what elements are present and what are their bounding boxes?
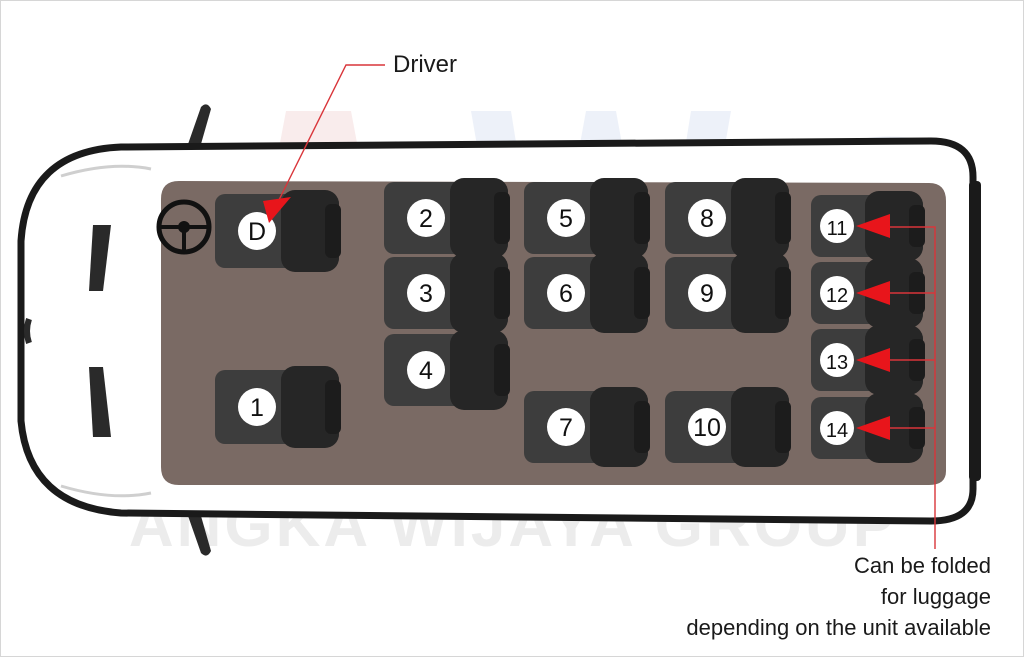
seat-backrest <box>590 253 648 333</box>
seat-backrest <box>865 191 923 261</box>
seat-number-badge <box>688 274 726 312</box>
fold-arrows <box>856 214 890 440</box>
seat-number-badge <box>820 411 854 445</box>
seat-number-label: 2 <box>419 205 433 233</box>
seat-7: 7 <box>524 387 650 467</box>
seat-number-badge <box>688 408 726 446</box>
seat-headrest <box>325 204 341 258</box>
seat-number-badge <box>547 408 585 446</box>
seat-number-badge <box>688 199 726 237</box>
seat-headrest <box>775 192 791 244</box>
seat-number-label: 12 <box>826 285 848 307</box>
seat-backrest <box>731 178 789 258</box>
seat-number-label: 14 <box>826 420 848 442</box>
seat-number-badge <box>547 274 585 312</box>
rear-bumper <box>969 181 981 481</box>
windshield-right <box>89 367 111 437</box>
seat-9: 9 <box>665 253 791 333</box>
seat-number-badge <box>238 212 276 250</box>
seat-12: 12 <box>811 258 925 328</box>
seat-backrest <box>731 387 789 467</box>
seat-6: 6 <box>524 253 650 333</box>
seat-3: 3 <box>384 253 510 333</box>
seat-number-label: 9 <box>700 280 714 308</box>
seat-backrest <box>590 178 648 258</box>
seat-number-badge <box>238 388 276 426</box>
fold-arrow-12 <box>856 281 890 305</box>
seat-headrest <box>325 380 341 434</box>
seat-backrest <box>450 330 508 410</box>
driver-label: Driver <box>393 51 457 78</box>
seat-14: 14 <box>811 393 925 463</box>
driver-leader-line <box>270 64 385 217</box>
seat-number-badge <box>820 276 854 310</box>
seat-number-label: 6 <box>559 280 573 308</box>
seat-number-badge <box>407 351 445 389</box>
seat-backrest <box>281 366 339 448</box>
seat-number-label: 11 <box>827 218 848 240</box>
seat-2: 2 <box>384 178 510 258</box>
seat-backrest <box>450 178 508 258</box>
driver-seat: D <box>215 190 341 272</box>
seat-number-label: 10 <box>693 414 721 442</box>
seat-number-badge <box>547 199 585 237</box>
note-line-3: depending on the unit available <box>686 615 991 640</box>
seat-backrest <box>450 253 508 333</box>
seat-5: 5 <box>524 178 650 258</box>
seat-headrest <box>494 344 510 396</box>
seat-number-badge <box>407 199 445 237</box>
seat-4: 4 <box>384 330 510 410</box>
fold-arrow-14 <box>856 416 890 440</box>
seat-number-label: 8 <box>700 205 714 233</box>
seat-headrest <box>494 192 510 244</box>
seat-number-label: 4 <box>419 357 433 385</box>
fold-arrow-11 <box>856 214 890 238</box>
seat-number-label: 5 <box>559 205 573 233</box>
seat-headrest <box>775 267 791 319</box>
seat-number-badge <box>820 343 854 377</box>
note-line-2: for luggage <box>880 584 991 609</box>
seat-11: 11 <box>811 191 925 261</box>
seat-headrest <box>634 401 650 453</box>
seat-headrest <box>634 267 650 319</box>
seat-number-label: D <box>248 218 266 246</box>
seat-number-badge <box>820 209 854 243</box>
seat-headrest <box>775 401 791 453</box>
seat-backrest <box>590 387 648 467</box>
seat-backrest <box>731 253 789 333</box>
fold-leader-line <box>887 226 936 549</box>
seat-number-label: 3 <box>419 280 433 308</box>
seat-1: 1 <box>215 366 341 448</box>
seat-headrest <box>634 192 650 244</box>
left-mirror <box>187 104 211 151</box>
driver-arrow <box>263 197 291 223</box>
seat-10: 10 <box>665 387 791 467</box>
seat-number-label: 7 <box>559 414 573 442</box>
seat-headrest <box>909 205 925 247</box>
seat-number-label: 13 <box>826 352 848 374</box>
fold-arrow-13 <box>856 348 890 372</box>
seat-number-label: 1 <box>250 394 264 422</box>
windshield-left <box>89 225 111 291</box>
seat-backrest <box>281 190 339 272</box>
seat-number-badge <box>407 274 445 312</box>
steering-wheel-icon <box>156 199 212 255</box>
seat-headrest <box>494 267 510 319</box>
note-line-1: Can be folded <box>854 553 991 578</box>
right-mirror <box>187 509 211 556</box>
seat-8: 8 <box>665 178 791 258</box>
